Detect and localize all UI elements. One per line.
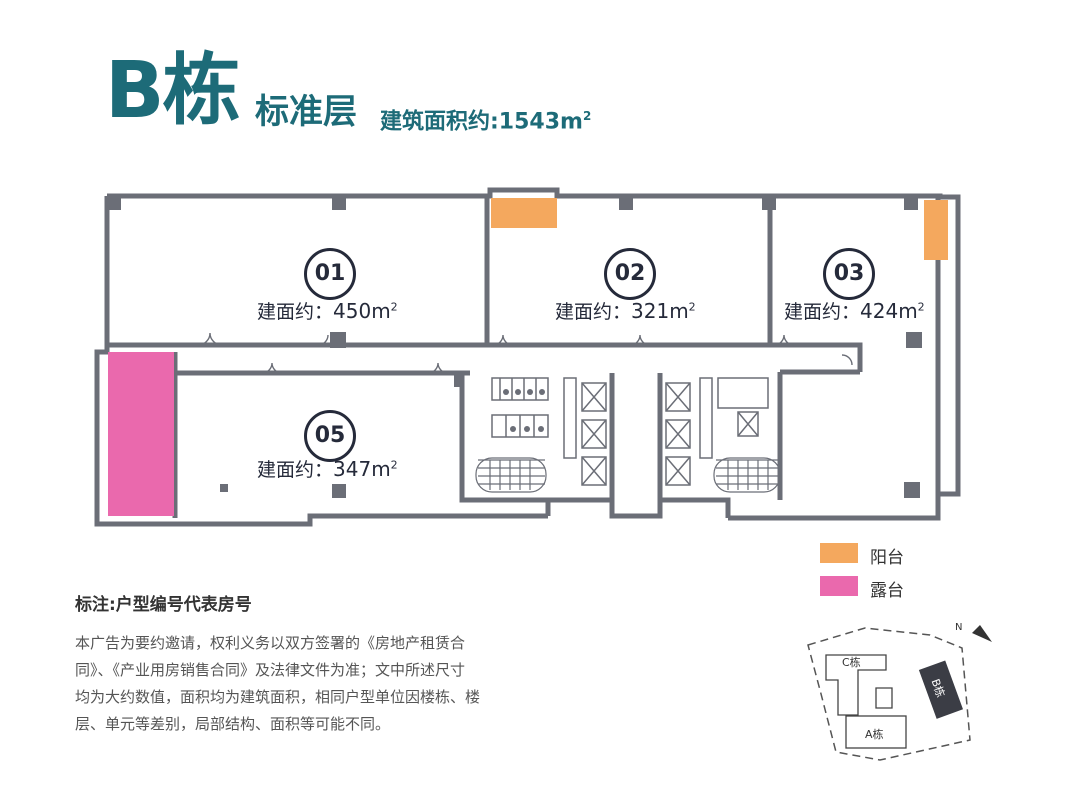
building-title: B栋 <box>105 46 240 136</box>
unit-area-03: 建面约：424m2 <box>784 297 925 324</box>
disclaimer: 本广告为要约邀请，权利义务以双方签署的《房地产租赁合 同》、《产业用房销售合同》… <box>75 630 545 738</box>
unit-area-value: 450m <box>333 299 391 323</box>
unit-area-prefix: 建面约： <box>555 301 632 323</box>
unit-area-05: 建面约：347m2 <box>257 455 398 482</box>
disclaimer-line: 层、单元等差别，局部结构、面积等可能不同。 <box>75 715 391 733</box>
site-map <box>807 625 992 761</box>
unit-area-sup: 2 <box>390 458 398 472</box>
balcony-unit-02 <box>491 198 557 228</box>
unit-area-prefix: 建面约： <box>257 459 334 481</box>
disclaimer-line: 同》、《产业用房销售合同》及法律文件为准；文中所述尺寸 <box>75 661 466 679</box>
unit-number-03: 03 <box>823 248 875 300</box>
legend-swatch-balcony <box>820 543 858 563</box>
site-building-c: C栋 <box>842 656 861 669</box>
stairs <box>475 457 781 493</box>
unit-area-02: 建面约：321m2 <box>555 297 696 324</box>
note-title: 标注:户型编号代表房号 <box>75 595 252 615</box>
unit-area-sup: 2 <box>390 300 398 314</box>
plan-walls <box>94 187 961 527</box>
unit-number-05: 05 <box>304 410 356 462</box>
unit-area-value: 321m <box>631 299 689 323</box>
unit-area-value: 347m <box>333 457 391 481</box>
total-area-text: 建筑面积约:1543m <box>380 109 583 135</box>
restrooms <box>491 377 769 459</box>
balcony-unit-03 <box>924 200 948 260</box>
terrace-unit-05 <box>108 352 174 516</box>
unit-area-value: 424m <box>860 299 918 323</box>
unit-area-prefix: 建面约： <box>257 301 334 323</box>
floor-type-title: 标准层 <box>255 92 357 132</box>
unit-area-01: 建面约：450m2 <box>257 297 398 324</box>
total-area-label: 建筑面积约:1543m2 <box>380 110 591 133</box>
total-area-sup: 2 <box>582 109 592 123</box>
site-building-a: A栋 <box>865 728 884 741</box>
north-arrow-icon <box>972 625 992 642</box>
legend-swatch-terrace <box>820 576 858 596</box>
disclaimer-line: 本广告为要约邀请，权利义务以双方签署的《房地产租赁合 <box>75 634 466 652</box>
columns <box>107 196 922 498</box>
unit-number-02: 02 <box>604 248 656 300</box>
unit-area-sup: 2 <box>688 300 696 314</box>
door-swings <box>159 332 853 463</box>
unit-area-prefix: 建面约： <box>784 301 861 323</box>
unit-area-sup: 2 <box>917 300 925 314</box>
unit-number-01: 01 <box>304 248 356 300</box>
disclaimer-line: 均为大约数值，面积均为建筑面积，相同户型单位因楼栋、楼 <box>75 688 481 706</box>
elevators <box>581 382 759 486</box>
legend-label-balcony: 阳台 <box>870 548 904 568</box>
legend-label-terrace: 露台 <box>870 581 904 601</box>
north-label: N <box>955 622 963 633</box>
toilet-fixtures <box>503 389 545 432</box>
